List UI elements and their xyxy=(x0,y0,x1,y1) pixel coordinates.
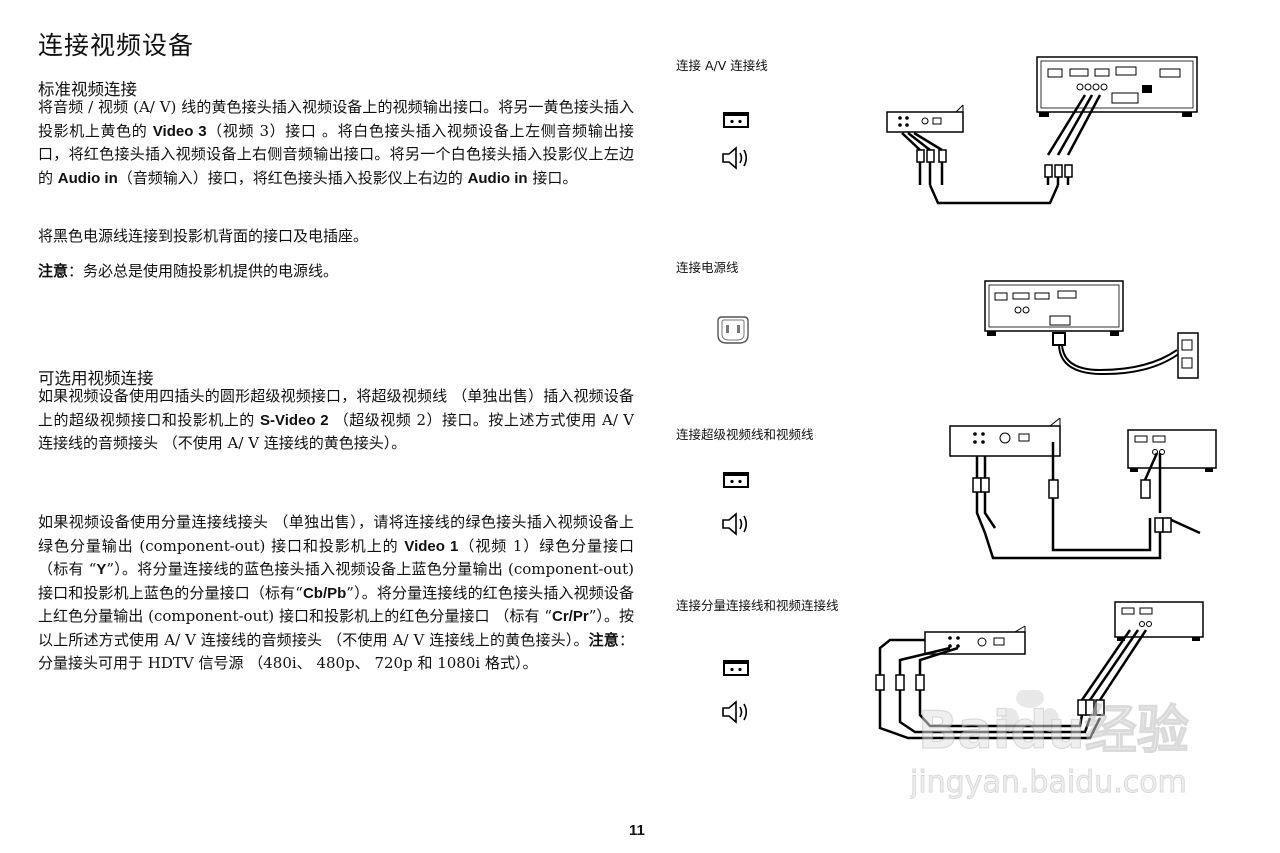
text-run: 如果视频设备使用分量连接线接头 （单独出售），请将连接线的绿色接头插入视频设备上… xyxy=(38,513,634,555)
bold-term: 注意 xyxy=(588,631,619,649)
text-run: ”）。按以上所述方式使用 A/ V 连接线的音频接头 （不使用 A/ V 连接线… xyxy=(38,607,635,649)
av-cable-illustration xyxy=(901,94,1102,205)
watermark-url: jingyan.baidu.com xyxy=(910,765,1187,800)
optional-connection-heading: 可选用视频连接 xyxy=(38,369,154,388)
text-run: ”）。将分量连接线的红色接头插入视频设备上红色分量输出 (component-o… xyxy=(38,583,635,626)
standard-connection-paragraph: 将音频 / 视频 (A/ V) 线的黄色接头插入视频设备上的视频输出接口。将另一… xyxy=(38,96,634,190)
text-run: （超级视频 2）接口。按上述方式使用 A/ V 连接线的音频接头 （不使用 A/… xyxy=(38,410,634,453)
projector-illustration xyxy=(1114,601,1204,641)
text-run: （音频输入）接口，将红色接头插入投影仪上右边的 xyxy=(117,168,468,187)
power-cord-paragraph: 将黑色电源线连接到投影机背面的接口及电插座。 xyxy=(38,227,369,245)
av-connection-diagram xyxy=(886,56,1198,205)
video-device-illustration xyxy=(949,418,1061,457)
text-run: （视频 1）绿色分量接口 （标有 “ xyxy=(38,536,634,579)
bold-term: Audio in xyxy=(57,169,118,187)
speaker-icon xyxy=(722,146,748,170)
video-device-illustration xyxy=(886,104,964,133)
av-diagram-label: 连接 A/V 连接线 xyxy=(676,58,768,73)
component-paragraph: 如果视频设备使用分量连接线接头 （单独出售），请将连接线的绿色接头插入视频设备上… xyxy=(38,511,634,676)
power-cord-note: 注意：务必总是使用随投影机提供的电源线。 xyxy=(38,260,634,284)
text-run: 如果视频设备使用四插头的圆形超级视频接口，将超级视频线 （单独出售）插入视频设备… xyxy=(38,387,634,429)
video-port-icon xyxy=(723,112,749,128)
power-connection-diagram xyxy=(984,280,1199,379)
bold-term: Y xyxy=(96,561,107,578)
component-cable-illustration xyxy=(878,629,1148,740)
wall-outlet-illustration xyxy=(1177,332,1199,379)
note-text: ：务必总是使用随投影机提供的电源线。 xyxy=(68,262,339,280)
bold-term: Cr/Pr xyxy=(552,608,589,625)
video-port-icon xyxy=(723,472,749,488)
svideo-diagram-label: 连接超级视频线和视频线 xyxy=(676,427,814,442)
page-number: 11 xyxy=(629,822,645,839)
text-run: ”）。将分量连接线的蓝色接头插入视频设备上蓝色分量输出 (component-o… xyxy=(38,560,634,602)
text-run: （视频 3）接口 。将白色接头插入视频设备上左侧音频输出接口，将红色接头插入视频… xyxy=(38,121,634,187)
video-port-icon xyxy=(723,660,749,676)
text-run: 将音频 / 视频 (A/ V) 线的黄色接头插入视频设备上的视频输出接口。将另一… xyxy=(38,98,634,140)
page-title: 连接视频设备 xyxy=(38,31,195,60)
svideo-connection-diagram xyxy=(949,418,1217,560)
svideo-cable-illustration xyxy=(975,442,1201,560)
speaker-icon xyxy=(722,700,748,724)
component-connection-diagram xyxy=(875,601,1204,740)
projector-illustration xyxy=(1127,429,1217,472)
power-cord-illustration xyxy=(1052,332,1181,376)
power-socket-icon xyxy=(717,316,749,344)
speaker-icon xyxy=(722,512,748,536)
text-run: ：分量接头可用于 HDTV 信号源 （480i、 480p、 720p 和 10… xyxy=(38,630,634,673)
bold-term: Audio in xyxy=(467,169,528,187)
power-diagram-label: 连接电源线 xyxy=(676,260,739,275)
text-run: 接口。 xyxy=(527,168,578,187)
bold-term: S-Video 2 xyxy=(259,411,329,429)
note-label: 注意 xyxy=(38,263,69,280)
projector-illustration xyxy=(984,280,1124,336)
projector-illustration xyxy=(1036,56,1198,117)
component-diagram-label: 连接分量连接线和视频连接线 xyxy=(676,598,839,613)
bold-term: Cb/Pb xyxy=(302,584,347,602)
bold-term: Video 1 xyxy=(404,537,459,555)
svideo-paragraph: 如果视频设备使用四插头的圆形超级视频接口，将超级视频线 （单独出售）插入视频设备… xyxy=(38,385,634,456)
bold-term: Video 3 xyxy=(152,122,207,140)
standard-connection-heading: 标准视频连接 xyxy=(38,80,137,99)
